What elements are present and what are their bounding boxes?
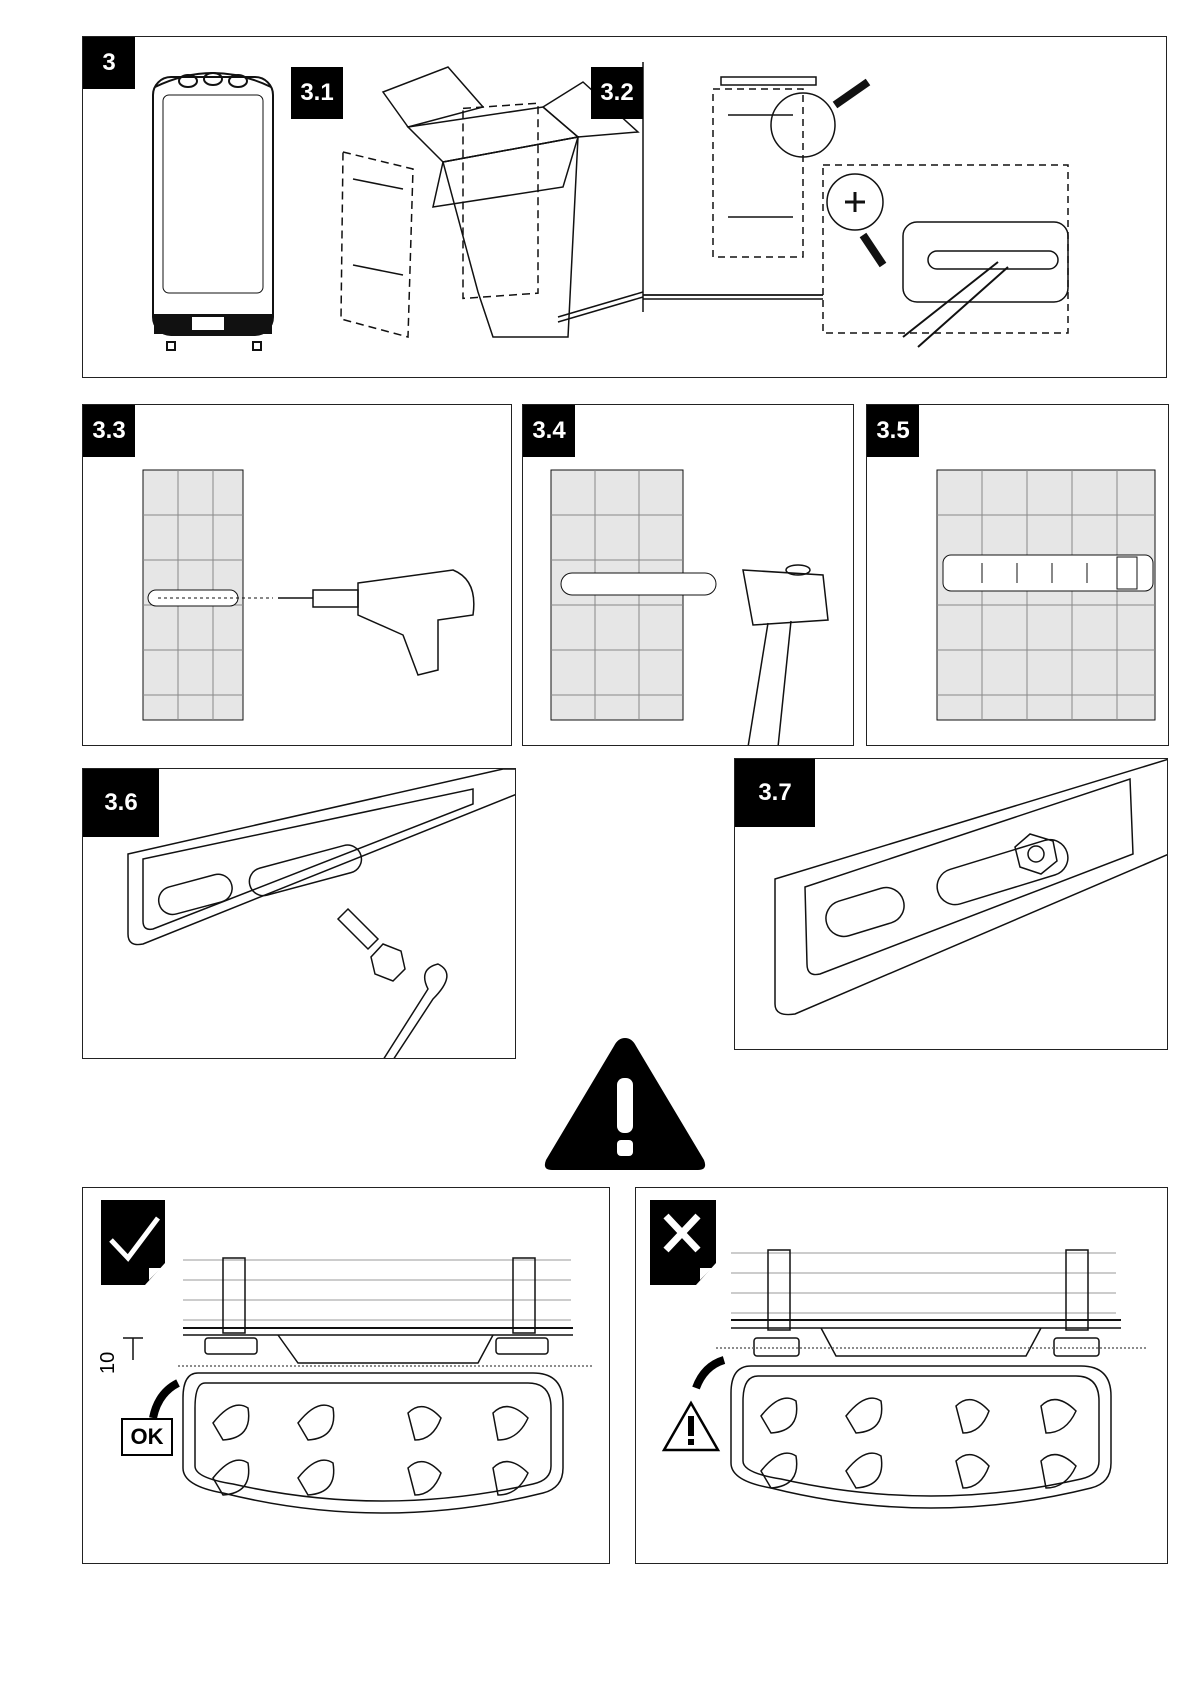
step-label-3-2: 3.2 [591,67,643,119]
step-label-3-7: 3.7 [735,759,815,827]
panel-step-3-6: 3.6 [82,768,516,1059]
panel-step-3-7: 3.7 [734,758,1168,1050]
arrow-icon [696,1360,724,1388]
panel-correct-mounting: 10 OK [82,1187,610,1564]
panel-step-3-5: 3.5 [866,404,1169,746]
mounting-bracket [128,769,516,945]
panel-step-3-3: 3.3 [82,404,512,746]
checkmark-icon [101,1200,165,1285]
correct-mounting-illustration [83,1188,610,1564]
step-label-3-4: 3.4 [523,405,575,457]
panel-step-3: 3 [82,36,1167,378]
panel-incorrect-mounting [635,1187,1168,1564]
drill [278,570,474,675]
step-label-3: 3 [83,37,135,89]
hammer [743,565,828,746]
panel-step-3-4: 3.4 [522,404,854,746]
step-label-3-1: 3.1 [291,67,343,119]
small-warning-icon [664,1403,718,1450]
step-label-3-6: 3.6 [83,769,159,837]
bolt-and-wrench [338,909,447,1059]
cross-icon [650,1200,716,1285]
arrow-icon [153,1383,178,1418]
step-label-3-3: 3.3 [83,405,135,457]
clearance-dimension: 10 [97,1344,119,1374]
step-label-3-5: 3.5 [867,405,919,457]
warning-triangle-icon [540,1030,710,1175]
water-heater [153,73,273,350]
ok-label: OK [121,1418,173,1456]
drill-illustration [83,405,512,746]
incorrect-mounting-illustration [636,1188,1168,1564]
